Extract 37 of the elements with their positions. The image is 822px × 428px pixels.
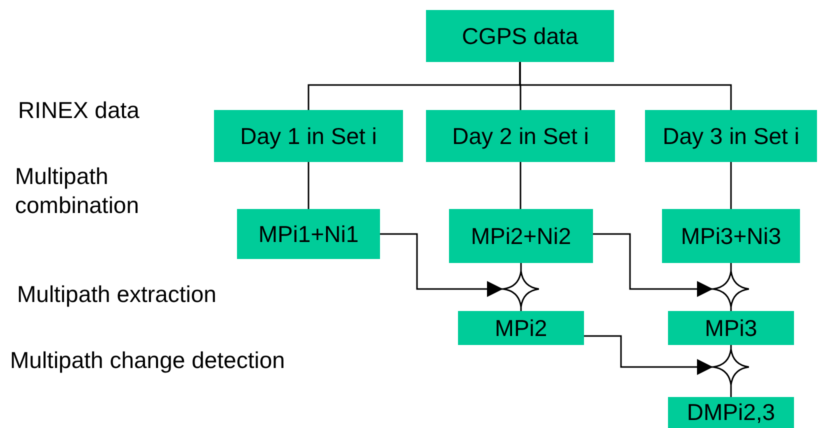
box-label: DMPi2,3 — [686, 399, 776, 426]
process-box — [449, 209, 593, 263]
process-box — [645, 110, 817, 162]
process-box — [214, 110, 403, 162]
connector-line — [730, 263, 732, 271]
row-label: Multipath change detection — [10, 346, 286, 375]
process-box — [426, 10, 614, 62]
box-label: MPi3+Ni3 — [680, 222, 782, 250]
process-box — [668, 311, 794, 345]
row-label: Multipath combination — [15, 162, 140, 220]
connector-line — [730, 307, 732, 311]
arrow — [584, 335, 713, 375]
connector-line — [730, 345, 732, 349]
box-label: CGPS data — [462, 22, 578, 50]
box-label: MPi2+Ni2 — [470, 222, 572, 250]
connector-line — [520, 162, 522, 209]
process-box — [668, 397, 794, 428]
connector-line — [519, 62, 732, 110]
row-label: Multipath extraction — [17, 280, 218, 309]
connector-line — [730, 162, 732, 209]
row-label: RINEX data — [18, 96, 140, 125]
arrow — [380, 233, 503, 297]
box-label: MPi1+Ni1 — [258, 220, 359, 248]
process-box — [458, 311, 584, 345]
process-box — [426, 110, 615, 162]
box-label: Day 1 in Set i — [240, 122, 377, 150]
box-label: MPi2 — [494, 314, 548, 342]
connector-line — [308, 162, 310, 209]
process-box — [662, 209, 800, 263]
box-label: MPi3 — [704, 314, 758, 342]
box-label: Day 2 in Set i — [452, 122, 589, 150]
connector-line — [520, 263, 522, 271]
arrow — [593, 233, 713, 297]
connector-line — [730, 385, 732, 397]
process-box — [237, 209, 380, 259]
connector-line — [520, 307, 522, 311]
box-label: Day 3 in Set i — [662, 122, 800, 150]
